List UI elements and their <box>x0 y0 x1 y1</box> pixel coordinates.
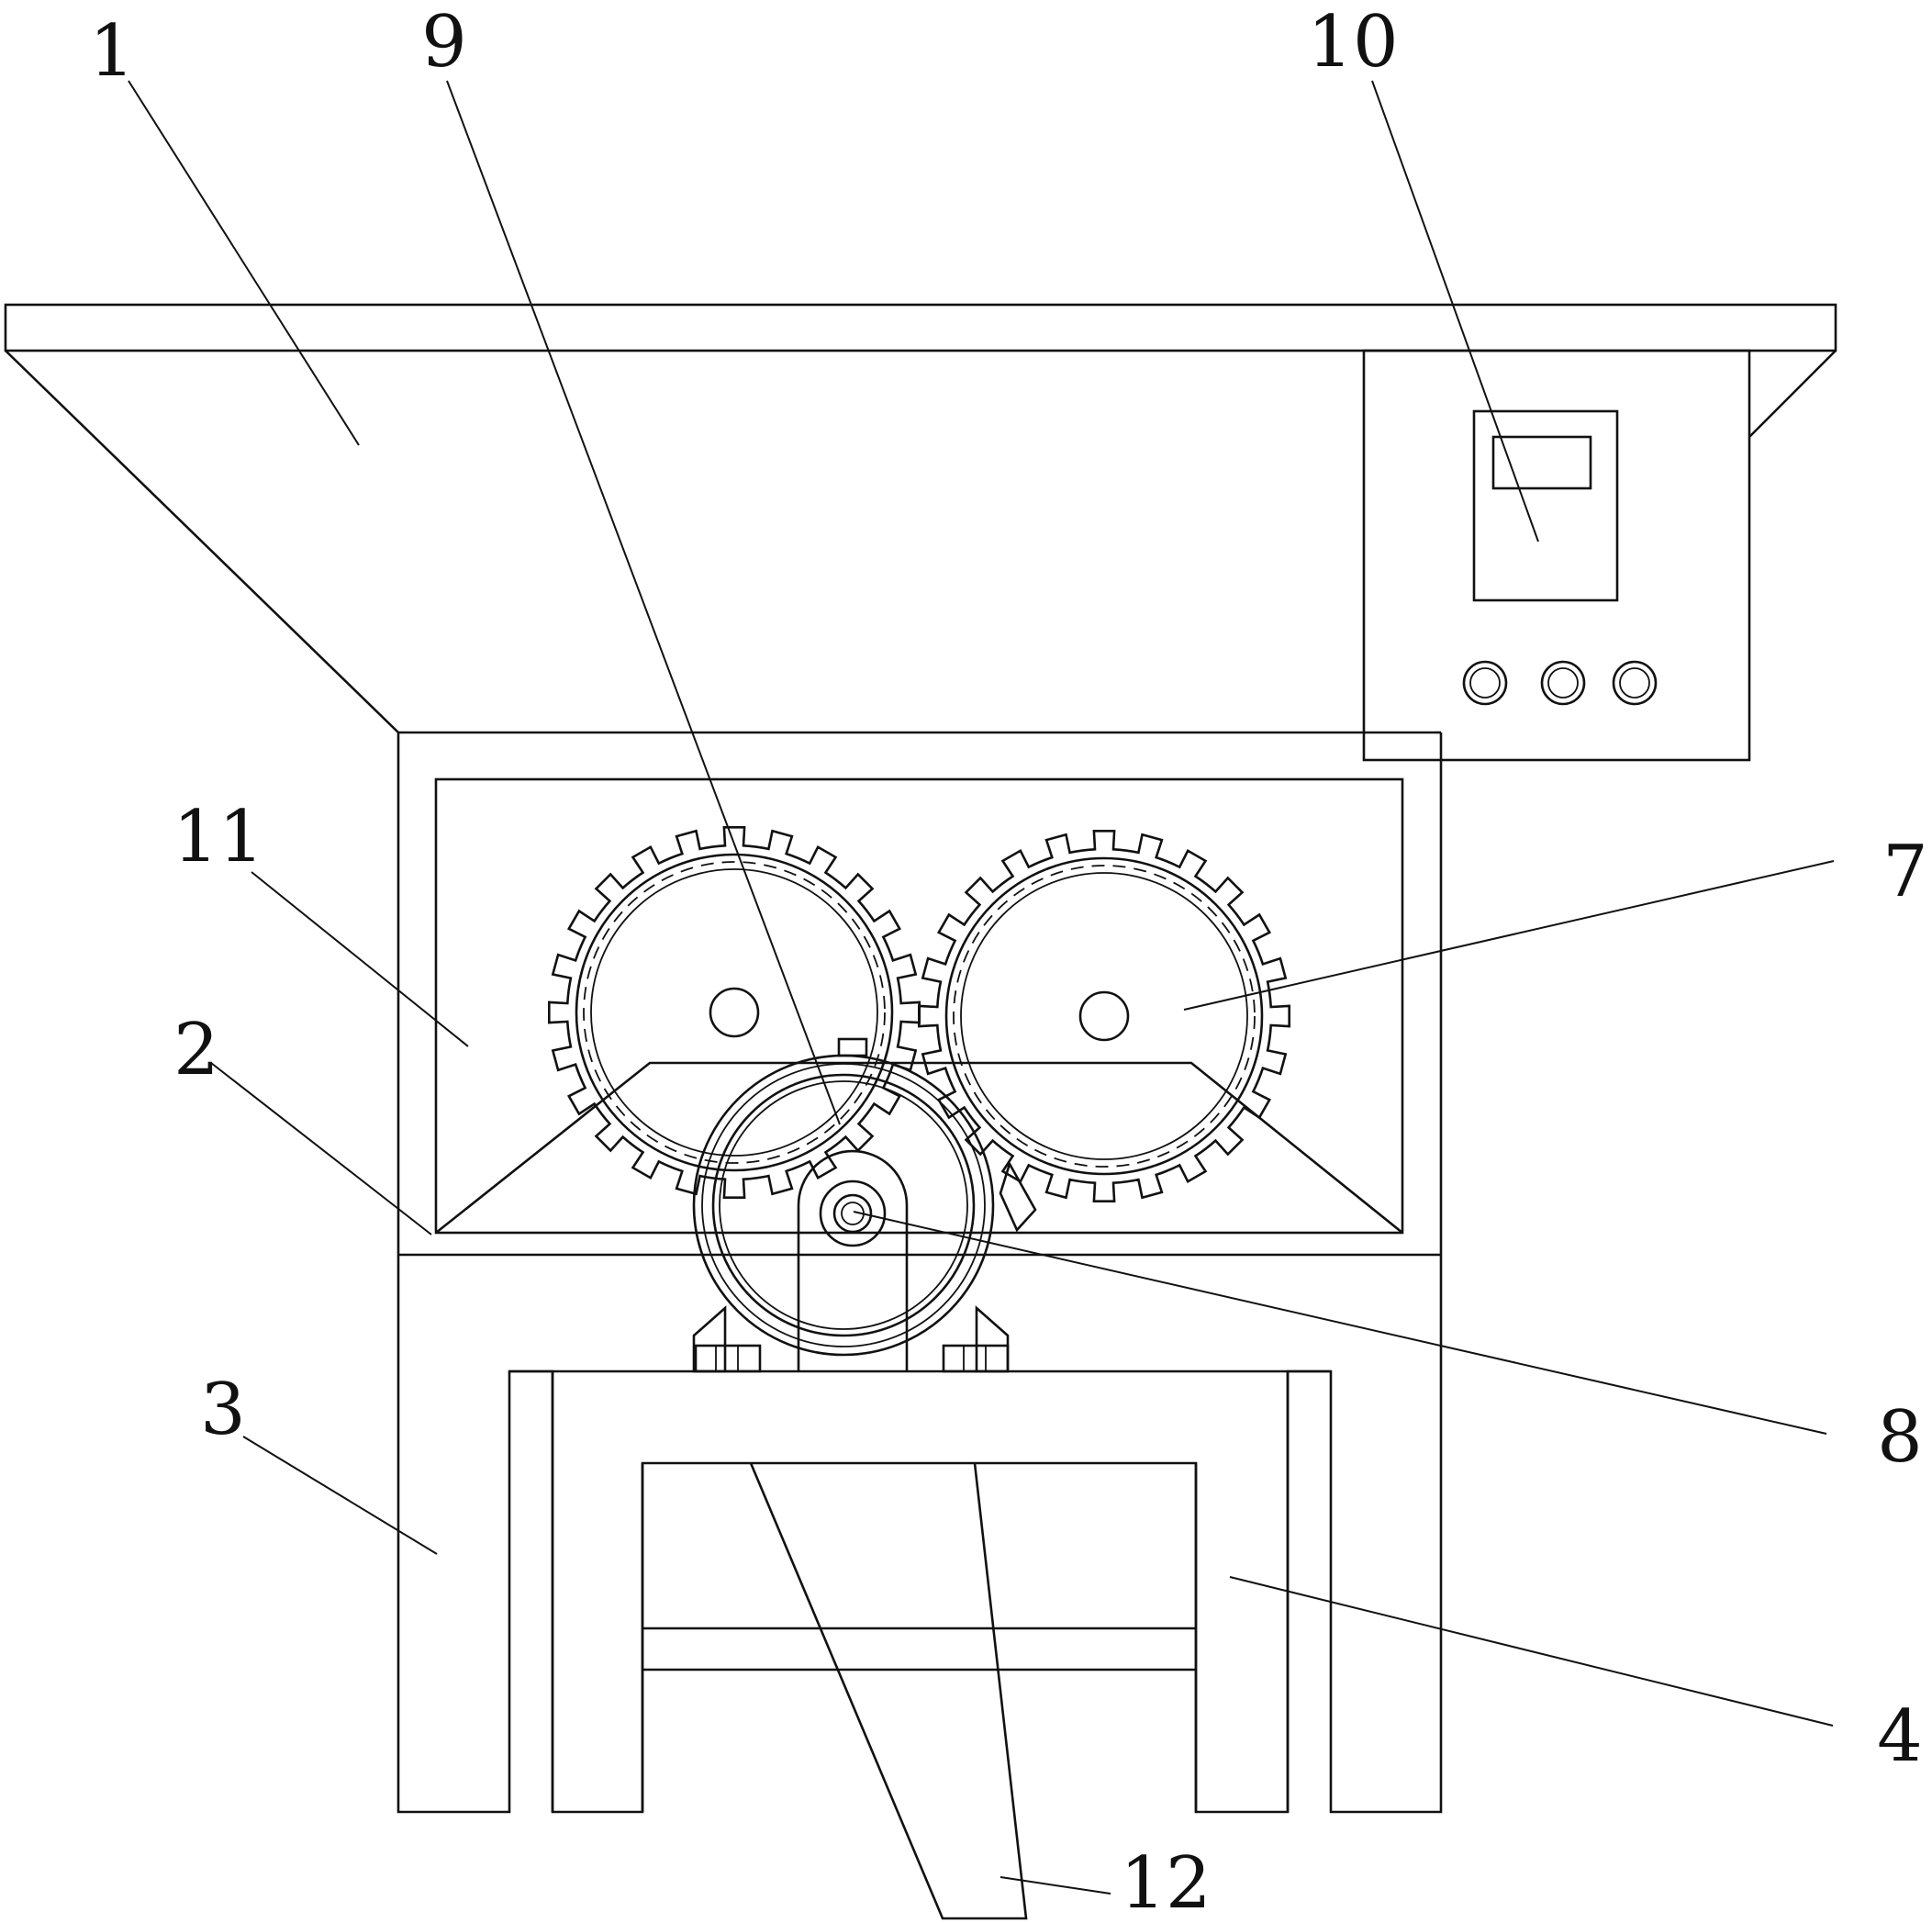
roller-axle <box>1078 990 1130 1042</box>
label-9: 9 <box>421 1 467 84</box>
motor-shaft <box>819 1180 887 1247</box>
gear-teeth <box>548 826 921 1199</box>
drive-motor <box>692 1037 1037 1373</box>
label-10: 10 <box>1307 1 1398 84</box>
gear-teeth <box>918 830 1290 1202</box>
label-3: 3 <box>200 1369 246 1451</box>
crushing-chamber <box>434 777 1404 1235</box>
right-crushing-roller <box>918 830 1290 1202</box>
roller-rim <box>944 856 1264 1176</box>
label-7: 7 <box>1882 831 1928 913</box>
label-1: 1 <box>89 10 135 93</box>
collection-box <box>641 1461 1198 1812</box>
label-11: 11 <box>173 796 263 878</box>
roller-inner-rim <box>960 872 1248 1160</box>
discharge-chute <box>749 1462 1028 1920</box>
label-4: 4 <box>1877 1695 1923 1778</box>
left-crushing-roller <box>548 826 921 1199</box>
leader-lines <box>128 80 1835 1895</box>
roller-axle <box>709 987 760 1038</box>
label-2: 2 <box>173 1009 219 1091</box>
label-8: 8 <box>1877 1396 1923 1479</box>
control-buttons <box>1462 660 1658 706</box>
roller-rim <box>575 853 894 1172</box>
frame <box>396 731 1443 1814</box>
label-12: 12 <box>1120 1842 1211 1923</box>
roller-inner-rim <box>590 868 878 1157</box>
display-panel <box>1472 409 1619 602</box>
screen-plate <box>435 1061 1403 1235</box>
roller-pitch-circle <box>953 865 1256 1168</box>
display-screen <box>1491 435 1592 490</box>
control-box <box>1362 349 1751 762</box>
roller-pitch-circle <box>583 861 886 1164</box>
